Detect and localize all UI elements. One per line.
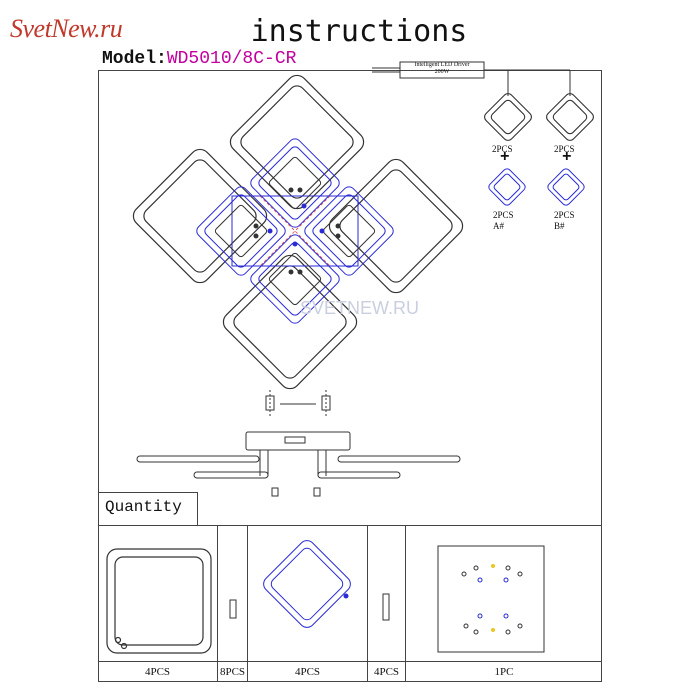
module-b-type: B# <box>554 221 565 231</box>
lamp-inner-black <box>214 156 376 306</box>
lamp-inner-rings <box>196 138 394 324</box>
watermark: SVETNEW.RU <box>300 298 420 318</box>
diagram-frame <box>98 70 602 682</box>
mount-screws <box>253 187 341 275</box>
module-b-plus: + <box>562 148 572 166</box>
module-outer <box>484 93 594 141</box>
led-dots <box>267 203 325 247</box>
qty-count-frame: 4PCS <box>98 662 218 682</box>
page-title: instructions <box>250 14 468 49</box>
qty-count-connector: 8PCS <box>218 662 248 682</box>
quantity-divider <box>98 525 602 526</box>
model-line: Model:WD5010/8C-CR <box>102 49 296 69</box>
module-b-bottom-count: 2PCS <box>554 210 575 220</box>
part-base-plate <box>437 545 545 653</box>
qty-count-base: 1PC <box>494 666 514 678</box>
driver-wiring <box>372 61 571 96</box>
module-inner <box>488 168 585 206</box>
module-b-top-count: 2PCS <box>554 144 575 154</box>
model-code: WD5010/8C-CR <box>166 49 297 69</box>
count-divider <box>98 661 602 662</box>
module-a-bottom-count: 2PCS <box>493 210 514 220</box>
driver-name: Intelligent LED Driver <box>414 62 470 68</box>
brand-logo: SvetNew.ru <box>10 14 123 43</box>
quantity-heading: Quantity <box>98 492 198 525</box>
qty-cell-connector <box>218 525 248 661</box>
part-connector <box>229 599 237 619</box>
model-label: Model: <box>102 49 167 69</box>
module-a-top-count: 2PCS <box>492 144 513 154</box>
part-bolt <box>382 593 390 621</box>
center-cross <box>259 195 331 267</box>
lamp-top-view <box>132 74 464 390</box>
module-a-bottom: 2PCS A# <box>493 210 514 232</box>
module-a-type: A# <box>493 221 504 231</box>
lamp-side-view <box>136 390 461 497</box>
module-b-bottom: 2PCS B# <box>554 210 575 232</box>
driver-label: Intelligent LED Driver 200W <box>404 62 480 76</box>
module-a-plus: + <box>500 148 510 166</box>
qty-count-bolt: 4PCS <box>368 662 406 682</box>
part-frame <box>106 548 212 654</box>
qty-cell-frame <box>98 525 218 661</box>
part-led-module <box>263 540 351 628</box>
qty-cell-module <box>248 525 368 661</box>
qty-count-module: 4PCS <box>248 662 368 682</box>
driver-power: 200W <box>434 69 450 75</box>
qty-cell-bolt <box>368 525 406 661</box>
